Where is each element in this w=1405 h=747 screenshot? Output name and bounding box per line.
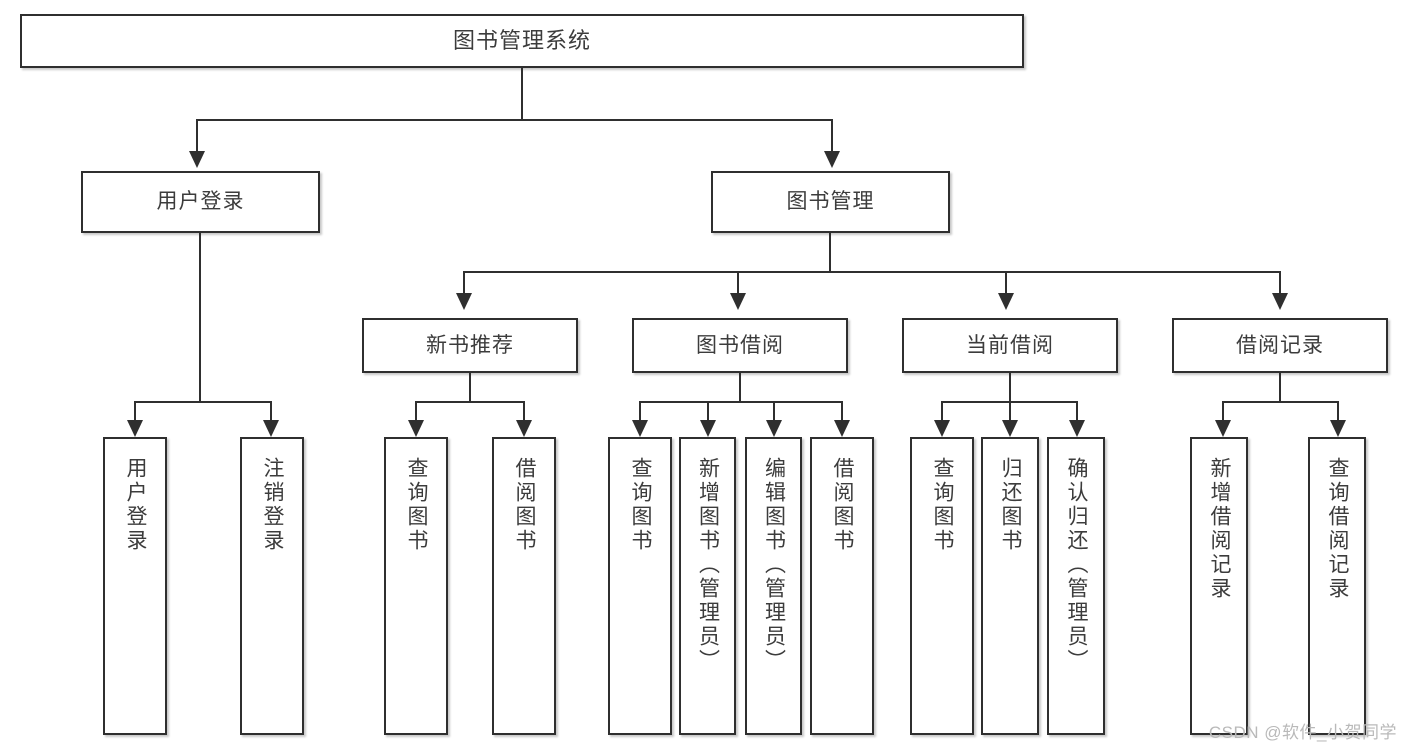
arrowhead-user-login — [189, 151, 205, 168]
connector-new-book-stem — [469, 373, 471, 401]
connector-user-login-stem — [199, 233, 201, 401]
connector-current-borrow-to-leaf-3 — [1076, 401, 1078, 420]
connector-book-borrow-stem — [739, 373, 741, 401]
connector-book-management-to-level2-4 — [1279, 271, 1281, 293]
node-book-borrow[interactable]: 图书借阅 — [632, 318, 848, 373]
leaf-book-borrow-query-book[interactable]: 查询图书 — [608, 437, 672, 735]
connector-book-borrow-to-leaf-3 — [773, 401, 775, 420]
arrowhead-user-login-leaf-2 — [263, 420, 279, 437]
arrowhead-level2-current-borrow — [998, 293, 1014, 310]
connector-user-login-to-leaf-2 — [270, 401, 272, 420]
node-user-login[interactable]: 用户登录 — [81, 171, 320, 233]
leaf-book-borrow-edit-book-admin[interactable]: 编辑图书（管理员） — [745, 437, 802, 735]
arrowhead-current-borrow-leaf-1 — [934, 420, 950, 437]
connector-book-borrow-to-leaf-2 — [707, 401, 709, 420]
leaf-book-borrow-borrow-book[interactable]: 借阅图书 — [810, 437, 874, 735]
node-new-book-recommend[interactable]: 新书推荐 — [362, 318, 578, 373]
node-label: 当前借阅 — [966, 333, 1054, 357]
node-label: 用户登录 — [156, 190, 245, 214]
leaf-user-login-login[interactable]: 用户登录 — [103, 437, 167, 735]
leaf-label: 新增借阅记录 — [1208, 457, 1232, 601]
leaf-new-book-borrow-book[interactable]: 借阅图书 — [492, 437, 556, 735]
connector-book-borrow-to-leaf-1 — [639, 401, 641, 420]
arrowhead-book-borrow-leaf-1 — [632, 420, 648, 437]
arrowhead-book-borrow-leaf-3 — [766, 420, 782, 437]
leaf-label: 确认归还（管理员） — [1065, 457, 1089, 673]
connector-root-bus — [196, 119, 833, 121]
arrowhead-level2-book-borrow — [730, 293, 746, 310]
connector-book-management-to-level2-1 — [463, 271, 465, 293]
connector-user-login-bus — [134, 401, 272, 403]
node-book-management[interactable]: 图书管理 — [711, 171, 950, 233]
leaf-borrow-record-add-record[interactable]: 新增借阅记录 — [1190, 437, 1248, 735]
connector-book-management-stem — [829, 233, 831, 271]
node-current-borrow[interactable]: 当前借阅 — [902, 318, 1118, 373]
connector-new-book-to-leaf-2 — [523, 401, 525, 420]
connector-borrow-record-bus — [1222, 401, 1339, 403]
connector-root-to-user-login — [196, 119, 198, 151]
connector-current-borrow-stem — [1009, 373, 1011, 401]
node-label: 图书借阅 — [696, 333, 784, 357]
connector-borrow-record-to-leaf-2 — [1337, 401, 1339, 420]
arrowhead-borrow-record-leaf-2 — [1330, 420, 1346, 437]
leaf-label: 归还图书 — [999, 457, 1023, 553]
connector-borrow-record-stem — [1279, 373, 1281, 401]
leaf-label: 查询图书 — [629, 457, 653, 553]
node-borrow-record[interactable]: 借阅记录 — [1172, 318, 1388, 373]
leaf-label: 查询图书 — [405, 457, 429, 553]
connector-book-management-bus — [463, 271, 1281, 273]
watermark-text: CSDN @软件_小贺同学 — [1208, 723, 1397, 742]
leaf-label: 用户登录 — [124, 457, 148, 553]
arrowhead-new-book-leaf-1 — [408, 420, 424, 437]
connector-borrow-record-to-leaf-1 — [1222, 401, 1224, 420]
arrowhead-book-borrow-leaf-2 — [700, 420, 716, 437]
arrowhead-borrow-record-leaf-1 — [1215, 420, 1231, 437]
arrowhead-user-login-leaf-1 — [127, 420, 143, 437]
connector-root-stem — [521, 68, 523, 119]
leaf-current-borrow-return-book[interactable]: 归还图书 — [981, 437, 1039, 735]
connector-new-book-bus — [415, 401, 525, 403]
arrowhead-current-borrow-leaf-3 — [1069, 420, 1085, 437]
leaf-label: 查询图书 — [931, 457, 955, 553]
connector-new-book-to-leaf-1 — [415, 401, 417, 420]
leaf-label: 新增图书（管理员） — [696, 457, 720, 673]
connector-book-management-to-level2-2 — [737, 271, 739, 293]
node-root-book-management-system[interactable]: 图书管理系统 — [20, 14, 1024, 68]
connector-root-to-book-management — [831, 119, 833, 151]
leaf-current-borrow-query-book[interactable]: 查询图书 — [910, 437, 974, 735]
leaf-user-login-logout[interactable]: 注销登录 — [240, 437, 304, 735]
leaf-current-borrow-confirm-return-admin[interactable]: 确认归还（管理员） — [1047, 437, 1105, 735]
node-label: 新书推荐 — [426, 333, 514, 357]
leaf-new-book-query-book[interactable]: 查询图书 — [384, 437, 448, 735]
leaf-book-borrow-add-book-admin[interactable]: 新增图书（管理员） — [679, 437, 736, 735]
connector-book-borrow-bus — [639, 401, 843, 403]
leaf-borrow-record-query-record[interactable]: 查询借阅记录 — [1308, 437, 1366, 735]
arrowhead-current-borrow-leaf-2 — [1002, 420, 1018, 437]
connector-current-borrow-to-leaf-2 — [1009, 401, 1011, 420]
node-label: 借阅记录 — [1236, 333, 1324, 357]
arrowhead-level2-borrow-record — [1272, 293, 1288, 310]
connector-book-borrow-to-leaf-4 — [841, 401, 843, 420]
connector-book-management-to-level2-3 — [1005, 271, 1007, 293]
connector-current-borrow-to-leaf-1 — [941, 401, 943, 420]
arrowhead-new-book-leaf-2 — [516, 420, 532, 437]
arrowhead-book-borrow-leaf-4 — [834, 420, 850, 437]
leaf-label: 借阅图书 — [831, 457, 855, 553]
arrowhead-book-management — [824, 151, 840, 168]
arrowhead-level2-new-book — [456, 293, 472, 310]
node-label: 图书管理系统 — [452, 27, 591, 53]
leaf-label: 借阅图书 — [513, 457, 537, 553]
leaf-label: 注销登录 — [261, 457, 285, 553]
leaf-label: 查询借阅记录 — [1326, 457, 1350, 601]
connector-user-login-to-leaf-1 — [134, 401, 136, 420]
node-label: 图书管理 — [786, 190, 875, 214]
leaf-label: 编辑图书（管理员） — [762, 457, 786, 673]
